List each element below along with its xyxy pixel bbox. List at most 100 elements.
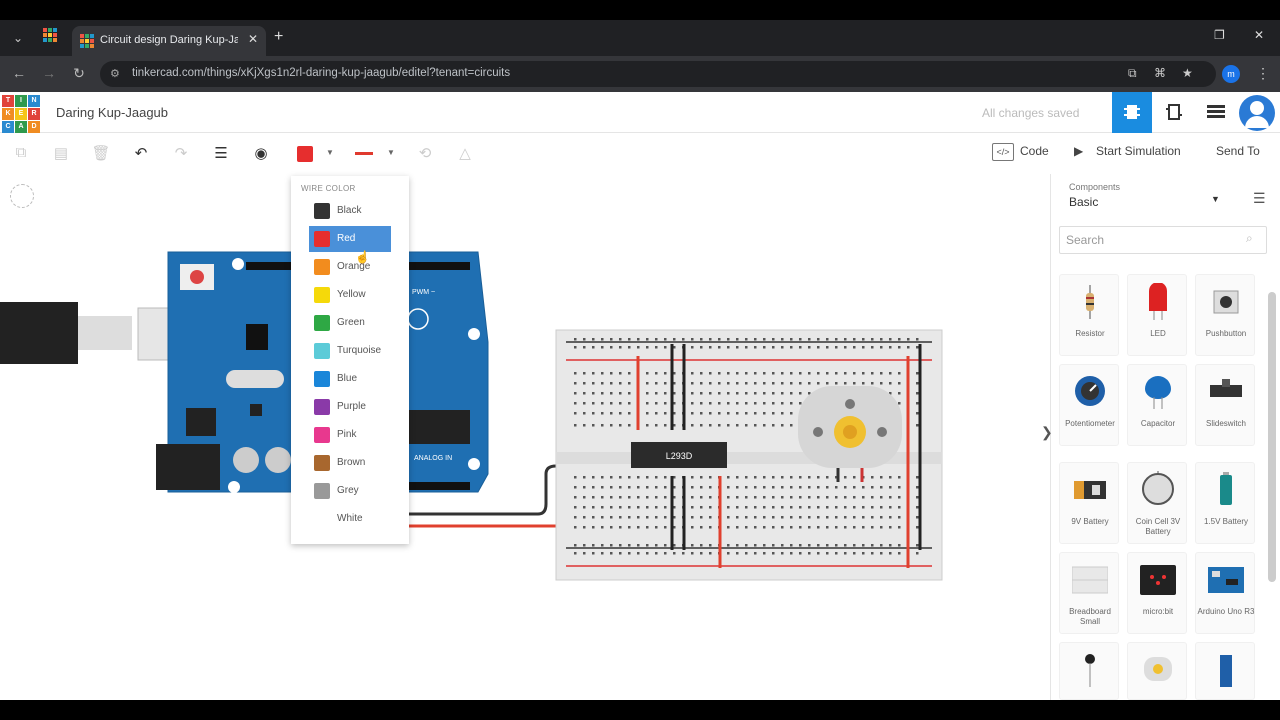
wire-color-option-orange[interactable]: Orange — [309, 254, 391, 280]
undo-icon[interactable]: ↶ — [134, 145, 148, 162]
collapse-panel-icon[interactable]: ❯ — [1041, 424, 1053, 440]
redo-icon[interactable]: ↷ — [174, 145, 188, 162]
component-capacitor[interactable]: Capacitor — [1127, 364, 1187, 446]
new-tab-icon[interactable]: + — [274, 28, 284, 45]
component-label: 1.5V Battery — [1203, 517, 1249, 526]
component-list-view-button[interactable] — [1196, 92, 1236, 133]
pinned-tab-icon[interactable] — [40, 28, 60, 48]
breadboard-hole — [610, 516, 613, 519]
code-icon[interactable]: </> — [992, 143, 1014, 161]
tab-search-icon[interactable]: ⌄ — [12, 31, 24, 45]
list-view-icon[interactable]: ☰ — [1253, 190, 1266, 206]
start-simulation-button[interactable]: Start Simulation — [1096, 144, 1181, 158]
component-arduino-uno[interactable]: Arduino Uno R3 — [1195, 552, 1255, 634]
copy-icon[interactable]: ⧉ — [15, 144, 27, 161]
component-1-5v-battery[interactable]: 1.5V Battery — [1195, 462, 1255, 544]
wire-color-caret-icon[interactable]: ▼ — [326, 148, 334, 157]
restore-window-icon[interactable]: ❐ — [1214, 28, 1225, 42]
breadboard-hole — [754, 412, 757, 415]
breadboard-hole — [763, 382, 766, 385]
wire-color-option-purple[interactable]: Purple — [309, 394, 391, 420]
wire-color-swatch[interactable] — [297, 146, 313, 162]
components-caret-icon[interactable]: ▼ — [1211, 194, 1220, 204]
breadboard-hole — [790, 476, 793, 479]
notes-icon[interactable]: ☰ — [214, 145, 228, 162]
breadboard-hole — [835, 338, 838, 341]
breadboard-hole — [871, 486, 874, 489]
breadboard-hole — [871, 496, 874, 499]
l293d-chip[interactable] — [631, 442, 727, 468]
breadboard-hole — [835, 346, 838, 349]
toggle-notes-icon[interactable]: ◉ — [254, 145, 268, 162]
reload-icon[interactable]: ↻ — [73, 65, 85, 81]
wire-color-option-green[interactable]: Green — [309, 310, 391, 336]
code-button[interactable]: Code — [1020, 144, 1049, 158]
play-icon[interactable]: ▶ — [1074, 144, 1084, 158]
breadboard-hole — [709, 412, 712, 415]
breadboard-hole — [610, 526, 613, 529]
browser-address-bar: ← → ↻ ⚙ tinkercad.com/things/xKjXgs1n2rl… — [0, 56, 1280, 92]
wire-color-option-turquoise[interactable]: Turquoise — [309, 338, 391, 364]
wire-color-option-grey[interactable]: Grey — [309, 478, 391, 504]
tab-close-icon[interactable]: ✕ — [247, 32, 258, 46]
breadboard-hole — [862, 506, 865, 509]
wire-color-option-red[interactable]: Red — [309, 226, 391, 252]
paste-icon[interactable]: ▤ — [53, 145, 69, 162]
forward-icon[interactable]: → — [42, 65, 56, 81]
wire-color-option-blue[interactable]: Blue — [309, 366, 391, 392]
wire-color-option-white[interactable]: White — [309, 506, 391, 532]
url-field[interactable]: ⚙ tinkercad.com/things/xKjXgs1n2rl-darin… — [100, 61, 1216, 87]
breadboard-hole — [853, 486, 856, 489]
component-coin-cell-battery[interactable]: Coin Cell 3V Battery — [1127, 462, 1187, 544]
wire-type-caret-icon[interactable]: ▼ — [387, 148, 395, 157]
breadboard-hole — [637, 544, 640, 547]
black-wire[interactable] — [408, 464, 580, 516]
component-partial-3[interactable] — [1195, 642, 1255, 700]
schematic-view-button[interactable] — [1154, 92, 1194, 133]
component-led[interactable]: LED — [1127, 274, 1187, 356]
site-info-icon[interactable]: ⚙ — [110, 68, 120, 80]
browser-profile-avatar[interactable]: m — [1222, 65, 1240, 83]
component-potentiometer[interactable]: Potentiometer — [1059, 364, 1119, 446]
close-window-icon[interactable]: ✕ — [1254, 28, 1265, 42]
breadboard-hole — [583, 424, 586, 427]
component-breadboard-small[interactable]: Breadboard Small — [1059, 552, 1119, 634]
circuit-view-button[interactable] — [1112, 92, 1152, 133]
dc-motor[interactable] — [798, 386, 902, 482]
wire-color-option-yellow[interactable]: Yellow — [309, 282, 391, 308]
back-icon[interactable]: ← — [12, 65, 26, 81]
component-9v-battery[interactable]: 9V Battery — [1059, 462, 1119, 544]
workplane-canvas[interactable]: PWM ~ ANALOG IN — [0, 174, 1050, 700]
wire-color-option-brown[interactable]: Brown — [309, 450, 391, 476]
component-partial-1[interactable] — [1059, 642, 1119, 700]
breadboard-hole — [583, 402, 586, 405]
send-to-button[interactable]: Send To — [1216, 144, 1260, 158]
component-microbit[interactable]: micro:bit — [1127, 552, 1187, 634]
rotate-icon[interactable]: ⟲ — [418, 145, 432, 162]
delete-icon[interactable]: 🗑 — [91, 145, 111, 162]
components-select[interactable]: Basic — [1069, 195, 1099, 209]
project-title[interactable]: Daring Kup-Jaagub — [56, 105, 169, 120]
wire-type-swatch[interactable] — [355, 152, 373, 155]
user-avatar[interactable] — [1239, 95, 1275, 131]
bookmark-star-icon[interactable]: ★ — [1182, 66, 1193, 80]
breadboard-hole — [664, 552, 667, 555]
flip-icon[interactable]: △ — [459, 145, 471, 162]
component-pushbutton[interactable]: Pushbutton — [1195, 274, 1255, 356]
cast-icon[interactable]: ⧉ — [1128, 66, 1137, 80]
wire-color-option-black[interactable]: Black — [309, 198, 391, 224]
wire-color-option-pink[interactable]: Pink — [309, 422, 391, 448]
browser-tab-active[interactable]: Circuit design Daring Kup-Jaagub ✕ — [72, 26, 266, 56]
component-slideswitch[interactable]: Slideswitch — [1195, 364, 1255, 446]
search-input[interactable]: Search — [1059, 226, 1267, 254]
usb-cable[interactable] — [0, 302, 78, 364]
component-partial-2[interactable] — [1127, 642, 1187, 700]
panel-scrollbar[interactable] — [1268, 292, 1276, 582]
browser-menu-icon[interactable]: ⋮ — [1256, 65, 1270, 81]
breadboard-hole — [664, 424, 667, 427]
translate-icon[interactable]: ⌘ — [1154, 66, 1166, 80]
component-resistor[interactable]: Resistor — [1059, 274, 1119, 356]
breadboard-hole — [871, 544, 874, 547]
fit-view-icon[interactable] — [10, 184, 34, 208]
